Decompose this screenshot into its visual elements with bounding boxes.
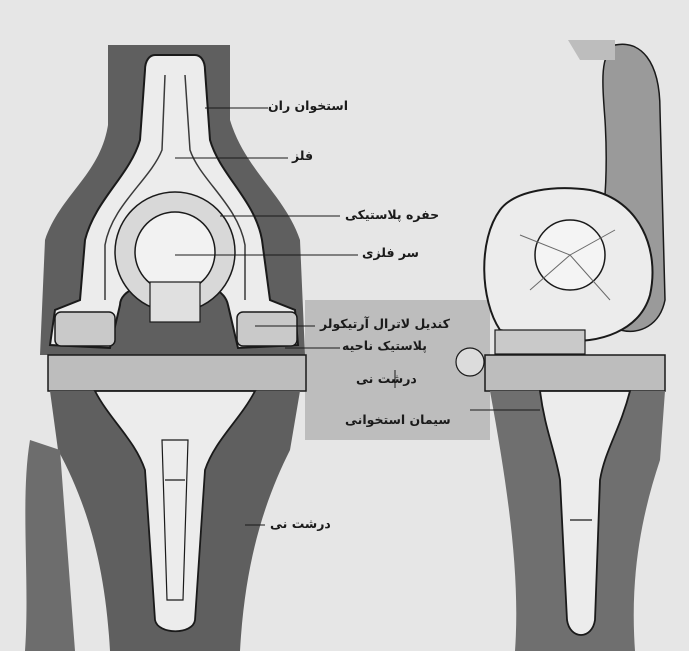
label-tibia-lower: درشت نی (270, 518, 331, 531)
label-tibia-upper: درشت نی (356, 373, 417, 386)
label-bone-cement: سیمان استخوانی (345, 414, 451, 427)
medial-condyle-pad (55, 312, 115, 346)
lateral-condyle-pad (237, 312, 297, 346)
tray-fin (456, 348, 484, 376)
label-plastic-part: پلاستیک ناحیه (342, 340, 427, 353)
label-metal: فلز (292, 150, 313, 163)
metal-head-stem (150, 282, 200, 322)
label-lateral-condyle: کندیل لاترال آرتیکولر (320, 318, 450, 331)
metal-head (135, 212, 215, 292)
tibial-tray-lateral (485, 355, 665, 391)
label-plastic-socket: حفره پلاستیکی (345, 209, 439, 222)
label-femur: استخوان ران (268, 100, 348, 113)
lateral-plastic-insert (495, 330, 585, 354)
tibial-tray (48, 355, 306, 391)
label-metal-head: سر فلزی (362, 247, 419, 260)
